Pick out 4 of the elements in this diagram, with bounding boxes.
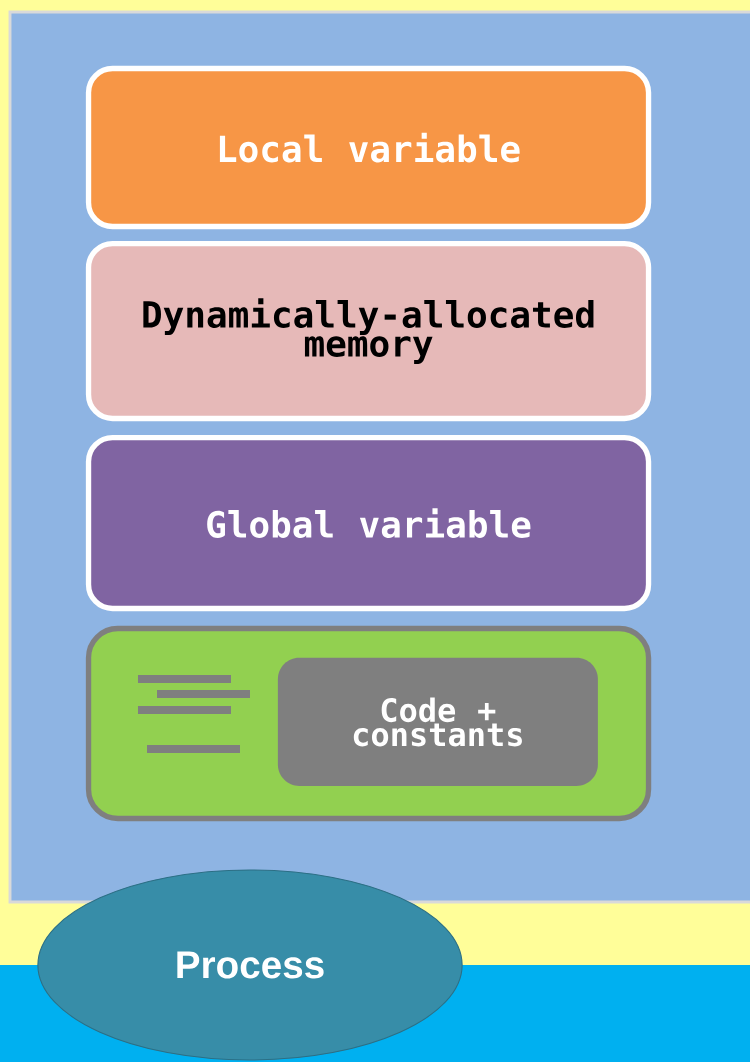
code-box: Code + constants bbox=[277, 657, 598, 786]
memory-block: Dynamically-allocated memory bbox=[85, 240, 652, 422]
memory-block: Local variable bbox=[85, 65, 652, 230]
memory-block: Global variable bbox=[85, 434, 652, 612]
